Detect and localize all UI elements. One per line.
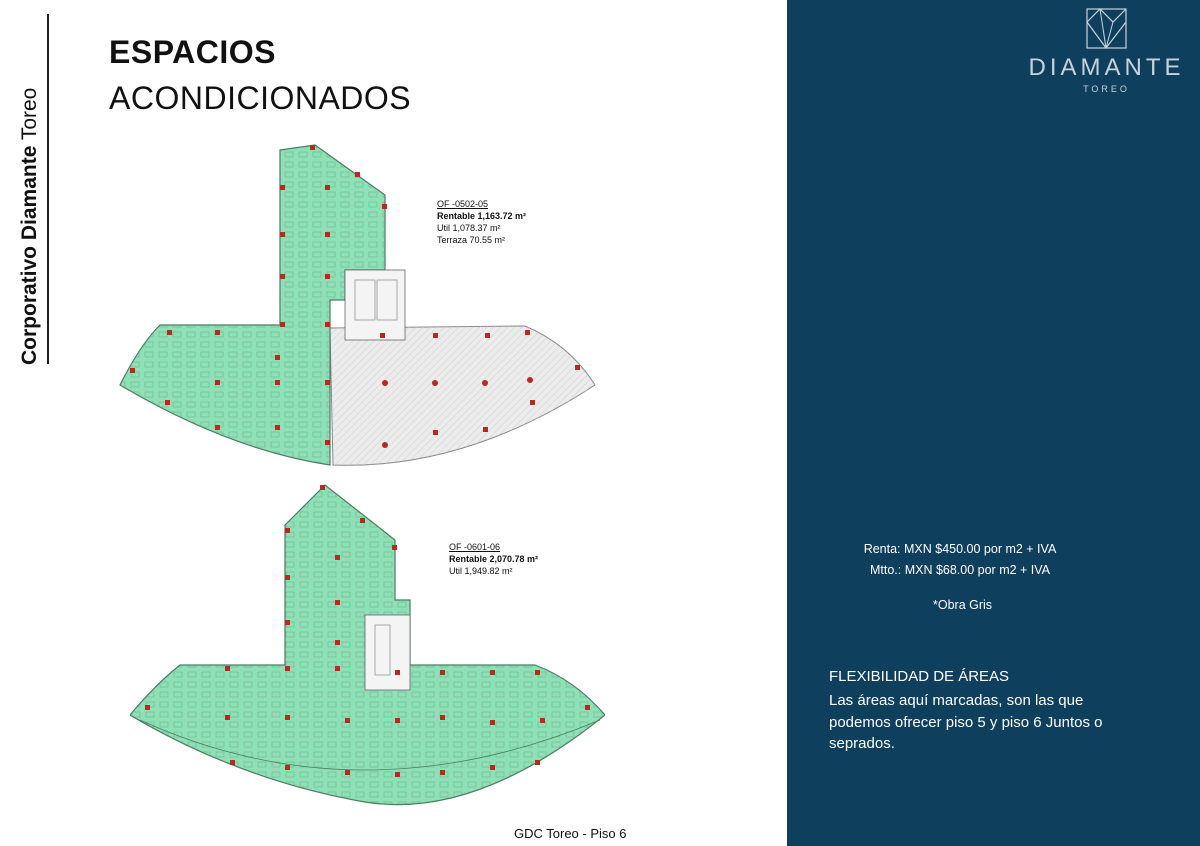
plan-top-util: Util 1,078.37 m²: [437, 223, 501, 233]
plan-bottom-util: Util 1,949.82 m²: [449, 566, 513, 576]
obra-gris-note: *Obra Gris: [933, 598, 993, 612]
plan-top-info: OF -0502-05 Rentable 1,163.72 m² Util 1,…: [437, 198, 526, 246]
vertical-divider: [47, 14, 49, 364]
floor-plan-top: [119, 144, 596, 466]
plan-top-terraza: Terraza 70.55 m²: [437, 235, 506, 245]
brand-light-text: Toreo: [18, 87, 41, 146]
plan-bottom-info: OF -0601-06 Rentable 2,070.78 m² Util 1,…: [449, 541, 538, 577]
floor-plan-bottom: [130, 484, 605, 806]
plan-top-code: OF -0502-05: [437, 199, 489, 209]
price-renta: Renta: MXN $450.00 por m2 + IVA: [863, 542, 1057, 556]
flex-title: FLEXIBILIDAD DE ÁREAS: [829, 668, 1010, 685]
flex-body: Las áreas aquí marcadas, son las que pod…: [829, 692, 1103, 752]
logo-name: DIAMANTE: [1028, 54, 1185, 81]
logo-subtitle: TOREO: [1083, 84, 1130, 94]
plan-bottom-rentable: Rentable 2,070.78 m²: [449, 554, 539, 564]
plan-top-rentable: Rentable 1,163.72 m²: [437, 211, 527, 221]
plan-bottom-code: OF -0601-06: [449, 542, 501, 552]
page-title-line1: ESPACIOS: [109, 34, 276, 70]
price-mtto: Mtto.: MXN $68.00 por m2 + IVA: [869, 563, 1051, 577]
right-panel: [787, 0, 1200, 846]
footer-caption: GDC Toreo - Piso 6: [514, 826, 627, 841]
diamond-logo-icon: [1086, 8, 1127, 49]
vertical-brand-label: Corporativo Diamante Toreo: [18, 88, 42, 365]
brand-bold-text: Corporativo Diamante: [18, 145, 41, 365]
page-title-line2: ACONDICIONADOS: [109, 80, 412, 116]
